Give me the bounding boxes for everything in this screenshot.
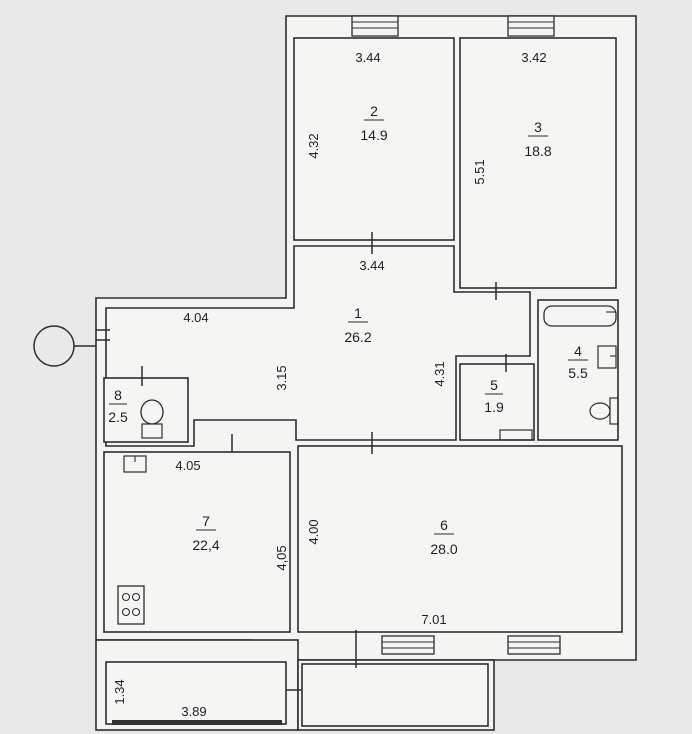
room-3 — [459, 37, 617, 289]
room-7-area: 22,4 — [192, 537, 219, 553]
sink-icon — [597, 345, 617, 369]
room-1 — [105, 245, 531, 447]
room-6-area: 28.0 — [430, 541, 457, 557]
room-5 — [459, 363, 535, 441]
dim-room7-height: 4,05 — [274, 545, 289, 570]
room-2-number: 2 — [370, 103, 378, 119]
room-1-area: 26.2 — [344, 329, 371, 345]
room-7-number: 7 — [202, 513, 210, 529]
window-top-right — [507, 15, 555, 37]
room-1-number: 1 — [354, 305, 362, 321]
room-2 — [293, 37, 455, 241]
dim-room1-mid: 3.15 — [274, 365, 289, 390]
room-2-area: 14.9 — [360, 127, 387, 143]
dim-room1-top: 3.44 — [359, 258, 384, 273]
balcony-window — [112, 720, 282, 725]
room-6 — [297, 445, 623, 633]
door-markers — [96, 232, 507, 691]
room-4-area: 5.5 — [568, 365, 588, 381]
window-top-left — [351, 15, 399, 37]
dim-room6-height: 4.00 — [306, 519, 321, 544]
room-5-area: 1.9 — [484, 399, 504, 415]
balcony-inner — [105, 661, 287, 725]
room-4 — [537, 299, 619, 441]
window-bottom-1 — [381, 635, 435, 655]
lower-balcony-inner — [301, 663, 489, 727]
wc-toilet-icon — [140, 399, 164, 439]
room-3-number: 3 — [534, 119, 542, 135]
room-5-shelf-icon — [499, 429, 533, 441]
room-6-number: 6 — [440, 517, 448, 533]
dim-room6-width: 7.01 — [421, 612, 446, 627]
dim-room3-width: 3.42 — [521, 50, 546, 65]
room-4-number: 4 — [574, 343, 582, 359]
dim-room2-width: 3.44 — [355, 50, 380, 65]
bathtub-icon — [543, 305, 617, 327]
window-bottom-2 — [507, 635, 561, 655]
dim-room1-left: 4.04 — [183, 310, 208, 325]
dim-balcony-width: 3.89 — [181, 704, 206, 719]
room-5-number: 5 — [490, 377, 498, 393]
room-3-area: 18.8 — [524, 143, 551, 159]
room-8 — [103, 377, 189, 443]
dim-room7-width: 4.05 — [175, 458, 200, 473]
room-8-area: 2.5 — [108, 409, 128, 425]
dim-balcony-height: 1.34 — [112, 679, 127, 704]
kitchen-sink-icon — [123, 455, 147, 473]
dim-room2-height: 4.32 — [306, 133, 321, 158]
room-8-number: 8 — [114, 387, 122, 403]
dim-room1-right: 4.31 — [432, 361, 447, 386]
toilet-icon — [589, 397, 619, 425]
room-7 — [103, 451, 291, 633]
dim-room3-height: 5.51 — [472, 159, 487, 184]
stove-icon — [117, 585, 145, 625]
